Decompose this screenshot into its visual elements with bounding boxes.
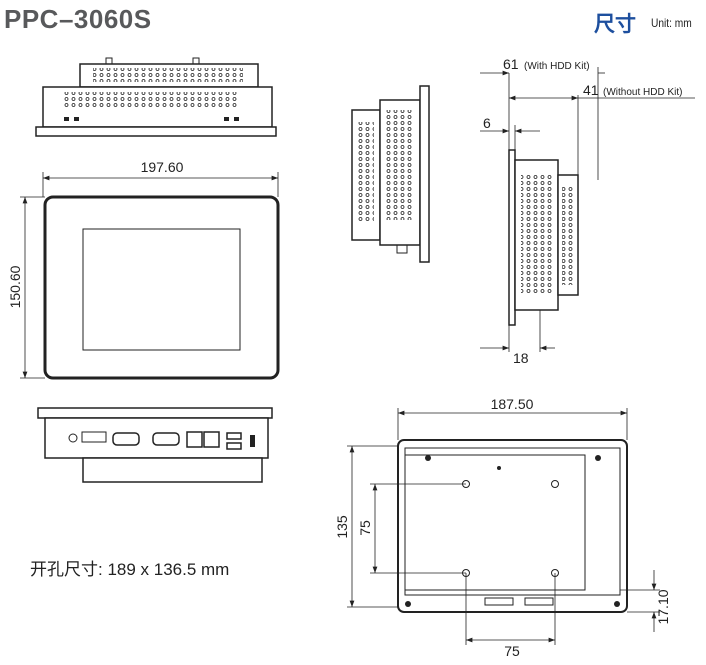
rear-width-dimension: 187.50 [491, 396, 534, 412]
unit-label: Unit: mm [651, 16, 692, 30]
usb-port-icon [226, 432, 242, 440]
front-view: 197.60 150.60 [7, 159, 280, 380]
power-connector-icon [81, 431, 107, 443]
dimensions-heading: 尺寸 [594, 13, 636, 36]
depth-with-hdd-note: (With HDD Kit) [524, 61, 590, 72]
vesa-vertical-dimension: 75 [357, 520, 373, 536]
rear-height-dimension: 135 [334, 515, 350, 539]
width-dimension: 197.60 [141, 159, 184, 175]
power-jack-icon [68, 433, 78, 443]
cutout-size-label: 开孔尺寸: 189 x 136.5 mm [30, 560, 230, 579]
height-dimension: 150.60 [7, 265, 23, 308]
depth-without-hdd-value: 41 [583, 82, 599, 98]
usb-port-icon [250, 435, 255, 447]
depth-with-hdd-value: 61 [503, 56, 519, 72]
bottom-offset-dimension: 17.10 [655, 589, 671, 624]
vesa-horizontal-dimension: 75 [504, 643, 520, 659]
com-port-icon [112, 432, 140, 446]
bottom-view [37, 407, 273, 483]
lan-port-icon [186, 431, 203, 448]
com-port-icon [152, 432, 180, 446]
product-title: PPC–3060S [4, 4, 152, 34]
depth-without-hdd-note: (Without HDD Kit) [603, 87, 682, 98]
bezel-dimension: 6 [483, 115, 491, 131]
panel-depth-dimension: 18 [513, 350, 529, 366]
usb-port-icon [226, 442, 242, 450]
side-view-left [351, 85, 430, 263]
rear-view: 187.50 135 75 75 17.10 [334, 396, 671, 659]
top-view [35, 57, 277, 137]
lan-port-icon [203, 431, 220, 448]
side-view-right: 61 (With HDD Kit) 41 (Without HDD Kit) 6… [480, 56, 695, 366]
